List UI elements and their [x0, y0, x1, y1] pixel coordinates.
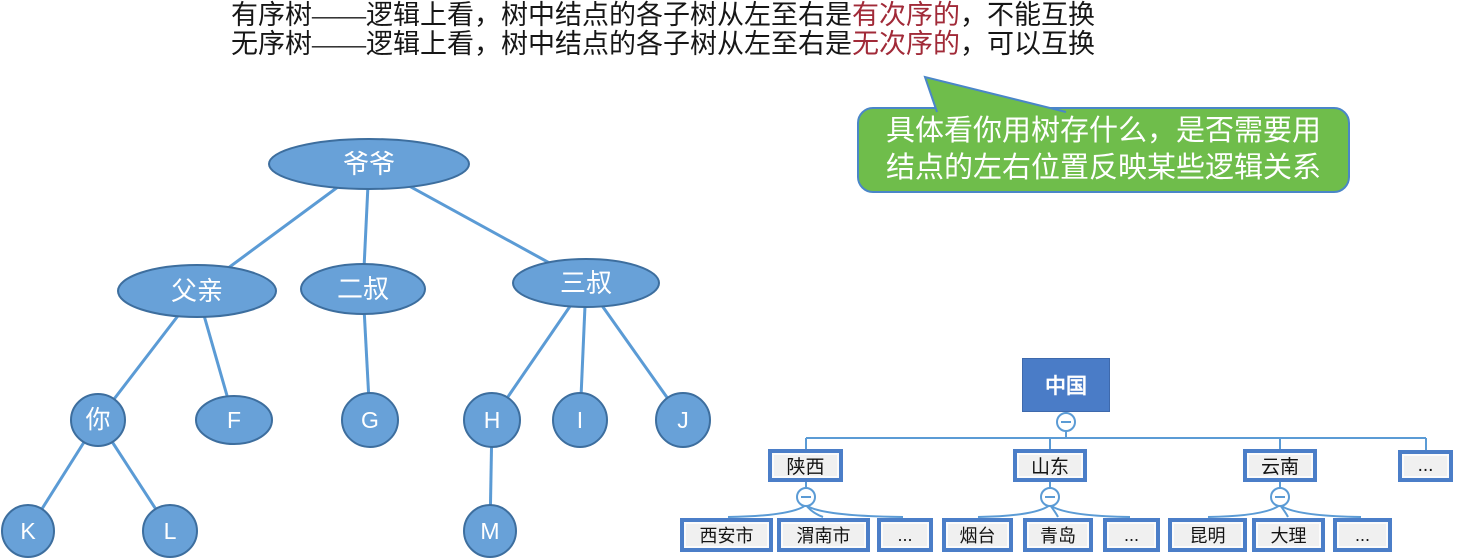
tree-node-label: J: [677, 407, 689, 433]
tree-node-label: G: [361, 407, 379, 433]
tree-edge: [195, 290, 236, 421]
org-node-province: 陕西: [768, 449, 843, 482]
org-node-china: 中国: [1022, 358, 1110, 412]
tree-node-label: 二叔: [337, 274, 389, 304]
org-node-province: 山东: [1013, 449, 1087, 482]
org-node-city: 烟台: [942, 518, 1013, 552]
org-connector: [977, 504, 1051, 518]
tree-edge: [26, 419, 100, 532]
tree-node-third-uncle: 三叔: [512, 258, 660, 308]
tree-node-label: 你: [85, 406, 110, 434]
tree-edge: [361, 163, 371, 290]
tree-edge: [490, 282, 588, 421]
tree-node-label: 三叔: [560, 268, 612, 298]
org-connector: [1049, 504, 1131, 518]
org-node-city: 西安市: [680, 518, 773, 552]
tree-edge: [584, 282, 685, 421]
unordered-tree-line: 无序树——逻辑上看，树中结点的各子树从左至右是无次序的，可以互换: [231, 30, 1095, 59]
tree-node-label: K: [20, 518, 36, 544]
org-node-city: 昆明: [1168, 518, 1247, 552]
org-node-city-more: ...: [1103, 518, 1160, 552]
org-connector: [1279, 504, 1289, 518]
collapse-button-shaanxi: [796, 487, 816, 507]
tree-node-k: K: [1, 504, 55, 558]
tree-node-label: H: [484, 407, 501, 433]
org-node-province: 云南: [1243, 449, 1317, 482]
tree-node-label: 爷爷: [343, 149, 395, 179]
org-connector: [1207, 504, 1281, 518]
tree-node-g: G: [341, 392, 399, 448]
org-node-city: 渭南市: [777, 518, 870, 552]
tree-node-h: H: [463, 392, 521, 448]
collapse-button-yunnan: [1270, 487, 1290, 507]
tree-node-label: I: [577, 407, 583, 433]
family-tree-edges: [26, 162, 685, 532]
tree-edge: [578, 282, 588, 421]
tree-node-label: 父亲: [171, 276, 223, 306]
tree-node-j: J: [655, 392, 711, 448]
tree-node-m: M: [463, 504, 517, 558]
definition-text: 有序树——逻辑上看，树中结点的各子树从左至右是有次序的，不能互换 无序树——逻辑…: [231, 1, 1095, 59]
family-tree-nodes: 爷爷 父亲 二叔 三叔 你 F: [1, 138, 711, 558]
org-node-city-more: ...: [877, 518, 933, 552]
org-connector: [1279, 504, 1362, 518]
tree-edge: [96, 419, 172, 532]
tree-edge: [361, 288, 372, 421]
org-connector: [727, 504, 807, 518]
callout-bubble: 具体看你用树存什么，是否需要用 结点的左右位置反映某些逻辑关系: [857, 107, 1350, 193]
unordered-suffix: ，可以互换: [960, 29, 1095, 59]
org-node-city-more: ...: [1333, 518, 1392, 552]
callout-line-2: 结点的左右位置反映某些逻辑关系: [885, 152, 1321, 184]
ordered-suffix: ，不能互换: [960, 0, 1095, 30]
unordered-prefix: 无序树——逻辑上看，树中结点的各子树从左至右是: [231, 29, 852, 59]
ordered-highlight: 有次序的: [852, 0, 960, 30]
tree-edge: [488, 419, 494, 532]
org-connector: [805, 504, 824, 518]
tree-node-f: F: [195, 395, 273, 445]
ordered-prefix: 有序树——逻辑上看，树中结点的各子树从左至右是: [231, 0, 852, 30]
collapse-button-china: [1056, 412, 1076, 432]
tree-edge: [368, 162, 587, 285]
tree-node-label: F: [227, 407, 241, 433]
callout-line-1: 具体看你用树存什么，是否需要用: [885, 115, 1321, 147]
org-connector: [805, 504, 904, 518]
org-node-province-more: ...: [1398, 450, 1453, 482]
tree-node-label: M: [480, 518, 499, 544]
tree-edge: [196, 162, 370, 293]
tree-node-label: L: [164, 518, 177, 544]
ordered-tree-line: 有序树——逻辑上看，树中结点的各子树从左至右是有次序的，不能互换: [231, 1, 1095, 30]
tree-node-second-uncle: 二叔: [300, 263, 426, 315]
tree-node-you: 你: [70, 393, 126, 447]
org-connector: [1049, 504, 1059, 518]
tree-node-grandfather: 爷爷: [268, 138, 470, 190]
tree-node-father: 父亲: [117, 264, 277, 318]
tree-node-l: L: [142, 504, 198, 558]
unordered-highlight: 无次序的: [852, 29, 960, 59]
org-node-city: 大理: [1252, 518, 1325, 552]
org-node-city: 青岛: [1023, 518, 1093, 552]
tree-node-i: I: [552, 392, 608, 448]
collapse-button-shandong: [1040, 487, 1060, 507]
tree-edge: [96, 290, 199, 421]
